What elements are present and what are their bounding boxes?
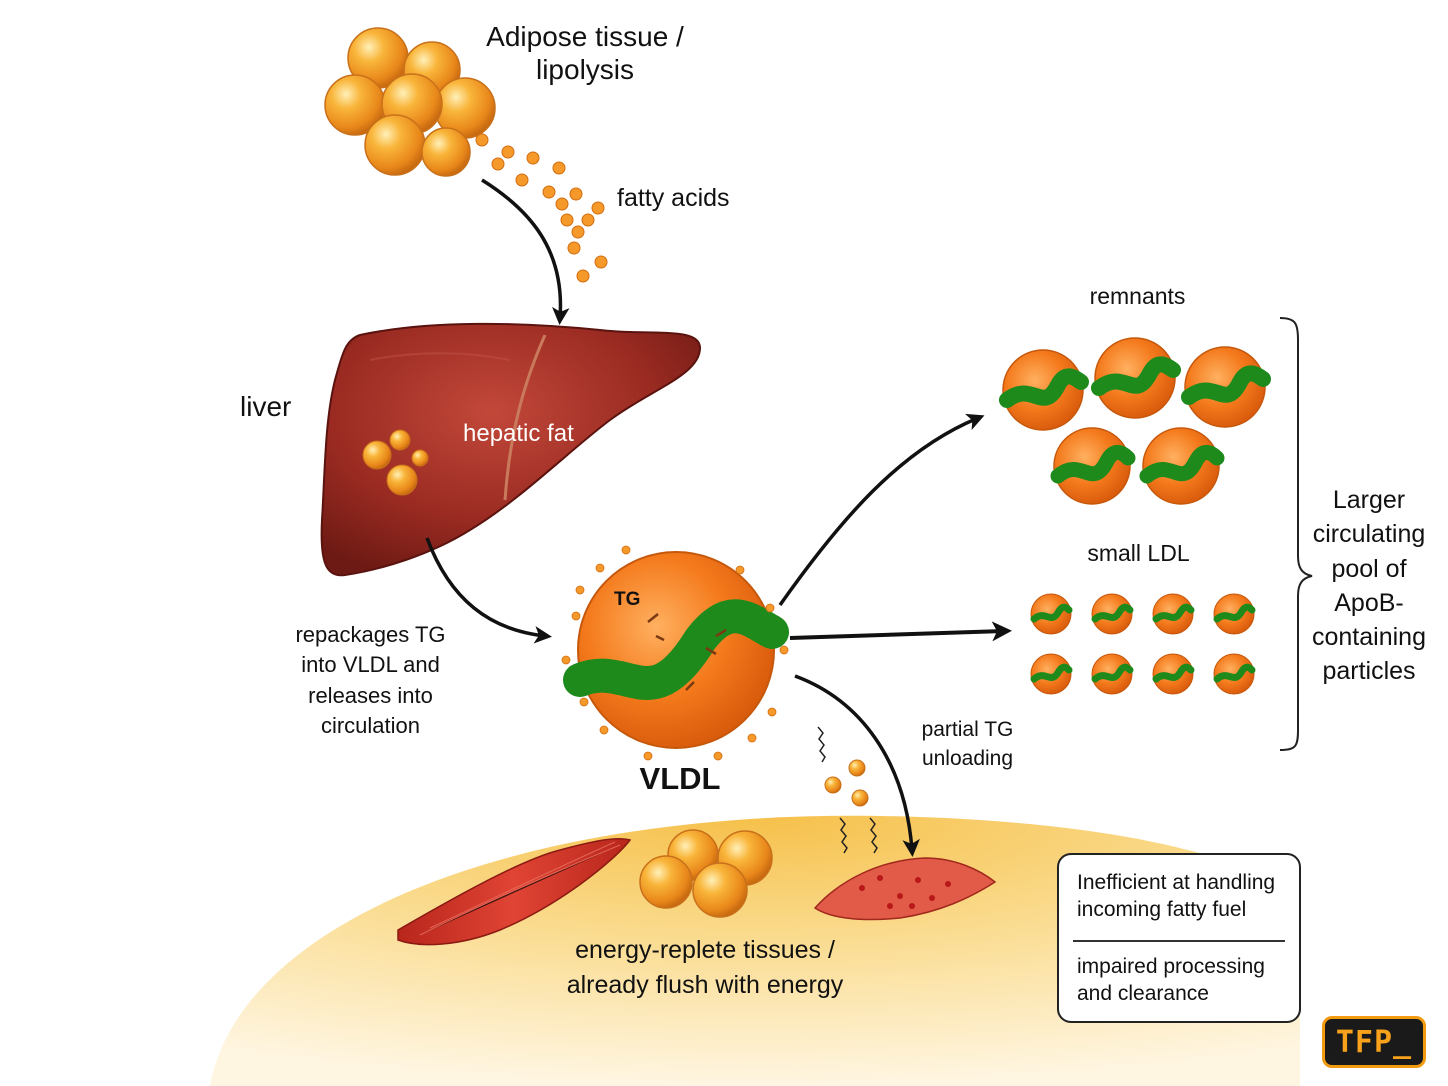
arrow-adipose-to-liver bbox=[481, 178, 570, 325]
note-line-2: impaired processing and clearance bbox=[1077, 955, 1265, 1006]
liver-label: liver bbox=[240, 391, 292, 422]
fatty-acids-label: fatty acids bbox=[617, 184, 730, 212]
remnants-label: remnants bbox=[1089, 283, 1186, 309]
hepatic-fat-label: hepatic fat bbox=[463, 420, 574, 447]
tfp-badge: TFP_ bbox=[1322, 1016, 1426, 1068]
remnant-particles bbox=[999, 337, 1271, 505]
adipose-cluster bbox=[324, 27, 496, 177]
note-line-1: Inefficient at handling incoming fatty f… bbox=[1077, 871, 1276, 922]
small-ldl-label: small LDL bbox=[1087, 540, 1190, 566]
tissues-label: energy-replete tissues / already flush w… bbox=[566, 936, 844, 999]
note-divider bbox=[1073, 940, 1285, 942]
tg-unloading-drops bbox=[824, 759, 869, 807]
tg-label: TG bbox=[614, 589, 641, 610]
repackages-label: repackages TG into VLDL and releases int… bbox=[295, 622, 446, 739]
arrow-liver-to-vldl bbox=[425, 537, 552, 644]
energy-squiggles bbox=[817, 726, 878, 854]
vldl-particle bbox=[561, 545, 789, 761]
adipose-label: Adipose tissue / lipolysis bbox=[486, 21, 684, 86]
small-ldl-particles bbox=[1030, 593, 1256, 695]
pool-bracket bbox=[1279, 317, 1313, 751]
tissue-fat-cluster bbox=[639, 829, 773, 918]
liver-organ bbox=[320, 322, 702, 577]
note-box: Inefficient at handling incoming fatty f… bbox=[1057, 853, 1301, 1023]
fatty-acid-dots bbox=[475, 133, 608, 283]
partial-unloading-label: partial TG unloading bbox=[921, 718, 1014, 770]
arrow-vldl-to-remnants bbox=[778, 413, 985, 607]
arrow-vldl-to-tissues bbox=[794, 674, 920, 857]
pool-label: Larger circulating pool of ApoB-containi… bbox=[1312, 486, 1426, 686]
arrow-vldl-to-small-ldl bbox=[789, 621, 1012, 642]
muscle-fiber bbox=[397, 837, 632, 946]
vldl-label: VLDL bbox=[639, 761, 721, 796]
lipid-laden-cell bbox=[813, 857, 997, 921]
